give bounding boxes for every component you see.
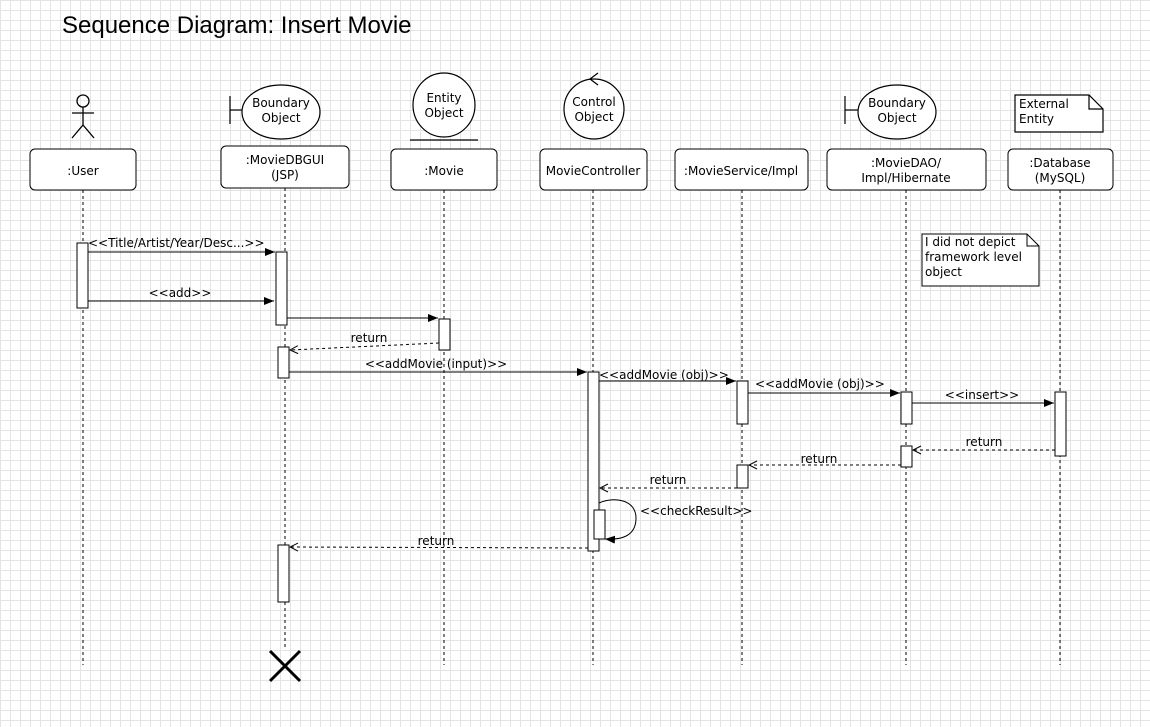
note-text-line3: object [925, 265, 962, 279]
lifeline-head-gui [220, 145, 350, 189]
activation-dao-2 [900, 445, 913, 468]
message-label-insert: <<insert>> [945, 388, 1019, 402]
stereotype-external-line2: Entity [1019, 112, 1054, 126]
message-label-addmovie-input: <<addMovie (input)>> [365, 357, 507, 371]
activation-gui-1 [275, 251, 288, 326]
message-label-return-controller: return [418, 534, 455, 548]
control-icon [563, 72, 625, 140]
message-label-return-db: return [966, 435, 1003, 449]
activation-service-1 [736, 380, 749, 425]
note [921, 233, 1040, 287]
message-label-return-movie: return [351, 331, 388, 345]
lifeline-label-controller: MovieController [546, 164, 641, 178]
activation-user [76, 242, 89, 309]
lifeline-label-dao-line2: Impl/Hibernate [861, 171, 950, 185]
activation-movie [438, 318, 451, 351]
stereotype-control-line2: Object [574, 110, 613, 124]
lifeline-head-database [1007, 148, 1114, 191]
entity-icon [410, 72, 478, 141]
lifeline-label-database-line2: (MySQL) [1035, 171, 1086, 185]
stereotype-control-line1: Control [572, 95, 615, 109]
lifeline-head-service [674, 148, 809, 191]
lifeline-label-user: :User [67, 164, 98, 178]
lifeline-head-dao [826, 148, 987, 191]
message-label-check-result: <<checkResult>> [640, 504, 752, 518]
message-label-add: <<add>> [149, 286, 212, 300]
lifeline-label-database-line1: :Database [1029, 156, 1090, 170]
actor-icon [71, 94, 95, 139]
lifeline-head-user [29, 148, 137, 191]
activation-database [1054, 391, 1067, 457]
message-label-addmovie-obj-2: <<addMovie (obj)>> [755, 377, 885, 391]
destroy-icon [268, 649, 302, 683]
boundary-icon [844, 84, 937, 140]
message-label-title: <<Title/Artist/Year/Desc...>> [88, 236, 265, 250]
activation-controller-self [593, 509, 606, 540]
stereotype-boundary-gui-line1: Boundary [252, 96, 310, 110]
message-arrow-return-controller [290, 547, 589, 548]
lifeline-head-controller [539, 148, 648, 191]
message-arrow-return-movie [290, 342, 440, 350]
activation-service-2 [736, 464, 749, 489]
external-entity-icon [1014, 94, 1104, 133]
lifeline-label-gui-line2: (JSP) [271, 168, 299, 182]
diagram-title: Sequence Diagram: Insert Movie [62, 12, 412, 39]
message-label-return-dao: return [801, 452, 838, 466]
stereotype-entity-line1: Entity [426, 91, 461, 105]
activation-gui-3 [277, 544, 290, 603]
lifeline-label-dao-line1: :MovieDAO/ [871, 156, 942, 170]
stereotype-entity-line2: Object [424, 106, 463, 120]
activation-gui-2 [277, 346, 290, 379]
message-label-addmovie-obj-1: <<addMovie (obj)>> [599, 368, 729, 382]
stereotype-boundary-gui-line2: Object [261, 111, 300, 125]
message-arrow-check-result [598, 499, 637, 544]
lifeline-label-movie: :Movie [424, 164, 464, 178]
note-text-line2: framework level [925, 250, 1022, 264]
lifeline-lines [82, 188, 1061, 665]
stereotype-boundary-dao-line1: Boundary [868, 96, 926, 110]
note-text-line1: I did not depict [925, 235, 1016, 249]
activation-controller [587, 371, 600, 552]
lifeline-label-service: :MovieService/Impl [684, 164, 798, 178]
stereotype-external-line1: External [1019, 97, 1069, 111]
stereotype-boundary-dao-line2: Object [877, 111, 916, 125]
message-label-return-service: return [650, 473, 687, 487]
lifeline-head-movie [390, 148, 498, 191]
activation-dao-1 [900, 391, 913, 425]
boundary-icon [229, 84, 321, 140]
lifeline-label-gui-line1: :MovieDBGUI [246, 153, 324, 167]
